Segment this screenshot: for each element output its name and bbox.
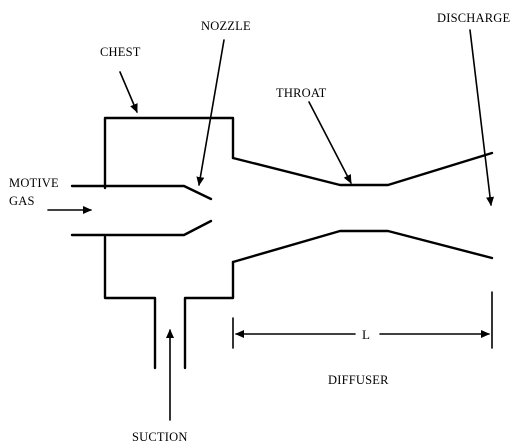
suction-label: SUCTION bbox=[132, 430, 188, 444]
motive-label-line2: GAS bbox=[9, 194, 35, 208]
diffuser-upper-wall bbox=[231, 151, 494, 187]
nozzle-lower-wall bbox=[70, 219, 213, 237]
nozzle-label: NOZZLE bbox=[201, 19, 251, 33]
motive-label-line1: MOTIVE bbox=[9, 176, 59, 190]
discharge-label: DISCHARGE bbox=[437, 11, 510, 25]
diffuser-label: DIFFUSER bbox=[328, 373, 389, 387]
nozzle-leader bbox=[196, 39, 225, 186]
chest-top-wall bbox=[103, 116, 235, 190]
nozzle-upper-wall bbox=[70, 184, 213, 201]
throat-label: THROAT bbox=[276, 86, 327, 100]
discharge-leader bbox=[469, 29, 495, 206]
diffuser-lower-wall bbox=[231, 229, 494, 264]
chest-leader bbox=[119, 71, 138, 113]
chest-bottom-wall bbox=[103, 235, 157, 370]
length-label: L bbox=[362, 327, 370, 342]
throat-leader bbox=[308, 101, 352, 184]
chest-bottom-right-wall bbox=[183, 260, 235, 370]
chest-label: CHEST bbox=[100, 45, 141, 59]
